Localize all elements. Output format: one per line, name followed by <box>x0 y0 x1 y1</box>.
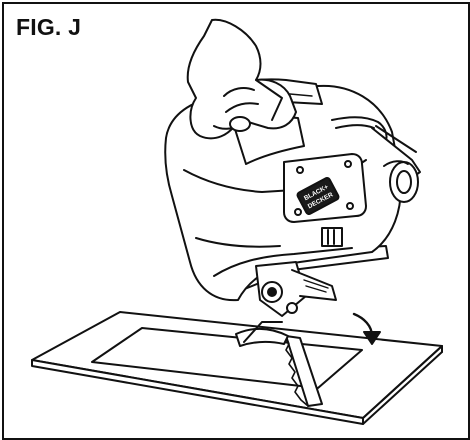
cord-guard <box>383 160 419 203</box>
arrow-head <box>363 331 381 345</box>
mode-switch <box>321 227 343 247</box>
brand-badge-panel: BLACK+ DECKER <box>283 153 367 223</box>
blade-guide-assembly <box>235 261 337 347</box>
operator-hand <box>186 18 297 140</box>
saw-blade <box>285 335 323 407</box>
figure-label: FIG. J <box>16 14 82 40</box>
